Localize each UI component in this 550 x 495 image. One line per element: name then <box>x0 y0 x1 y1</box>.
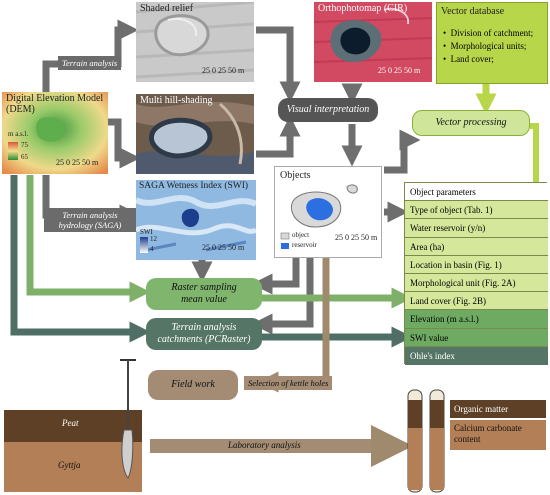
peat-label: Peat <box>62 418 79 428</box>
lab-carbonate-box: Calcium carbonate content <box>450 420 546 450</box>
arrow-dem-to-catchments <box>10 175 151 343</box>
orthophoto-title: Orthophotomap (CIR) <box>318 3 408 14</box>
objects-title: Objects <box>280 170 311 181</box>
selection-tag: Selection of kettle holes <box>244 376 333 390</box>
multi-hill-image <box>136 94 254 174</box>
arrow-relief-to-visual <box>256 26 301 103</box>
field-work-pill: Field work <box>148 370 238 400</box>
terrain-analysis-tag: Terrain analysis <box>58 56 122 70</box>
gyttja-label: Gyttja <box>58 460 81 470</box>
object-parameters-table: Object parameters Type of object (Tab. 1… <box>404 182 548 365</box>
swi-scale: 25 0 25 50 m <box>202 243 245 252</box>
swi-legend-bar <box>140 237 148 253</box>
vector-database-item: • Division of catchment; <box>443 28 534 38</box>
swi-panel: SAGA Wetness Index (SWI) SWI 12 4 25 0 2… <box>136 180 256 260</box>
dem-max: 75 <box>21 141 28 149</box>
objects-legend-object: object <box>292 231 310 239</box>
swi-title: SAGA Wetness Index (SWI) <box>139 181 249 191</box>
dem-unit: m a.s.l. <box>8 130 29 138</box>
shaded-relief-image <box>136 2 254 82</box>
raster-sampling-line: mean value <box>181 294 227 305</box>
dem-scale: 25 0 25 50 m <box>56 158 99 167</box>
params-row-swi: SWI value <box>405 328 548 347</box>
params-row-water: Water reservoir (y/n) <box>405 219 548 238</box>
visual-interpretation-pill: Visual interpretation <box>278 98 378 122</box>
params-row-type: Type of object (Tab. 1) <box>405 201 548 220</box>
params-header: Object parameters <box>405 183 548 202</box>
params-row-location: Location in basin (Fig. 1) <box>405 255 548 274</box>
terrain-hydrology-line: Terrain analysis <box>62 210 118 220</box>
params-row-landcover: Land cover (Fig. 2B) <box>405 292 548 311</box>
arrow-objects-to-vector <box>384 129 421 174</box>
objects-image <box>280 184 358 249</box>
arrow-dem-to-raster <box>26 175 151 303</box>
objects-legend-reservoir: reservoir <box>292 241 317 249</box>
raster-sampling-line: Raster sampling <box>171 282 237 293</box>
arrow-objects-to-raster <box>251 254 300 295</box>
laboratory-label: Laboratory analysis <box>228 440 301 450</box>
terrain-hydrology-tag: Terrain analysis hydrology (SAGA) <box>44 208 136 232</box>
vector-database-list: • Division of catchment; • Morphological… <box>443 27 533 66</box>
objects-scale: 25 0 25 50 m <box>335 233 378 242</box>
multi-hill-panel: Multi hill-shading <box>136 94 254 174</box>
shaded-relief-scale: 25 0 25 50 m <box>202 66 245 75</box>
legend-object-swatch <box>280 232 290 240</box>
swi-min: 4 <box>150 245 154 253</box>
vector-database-box: Vector database • Division of catchment;… <box>436 2 548 84</box>
vector-database-item: • Land cover; <box>443 54 494 64</box>
lab-organic-box: Organic matter <box>450 400 546 418</box>
terrain-catchments-pill: Terrain analysis catchments (PCRaster) <box>146 318 262 350</box>
params-row-morph: Morphological unit (Fig. 2A) <box>405 274 548 293</box>
shaded-relief-panel: Shaded relief 25 0 25 50 m <box>136 2 254 82</box>
shaded-relief-title: Shaded relief <box>140 3 194 14</box>
terrain-catchments-line: catchments (PCRaster) <box>157 334 251 345</box>
arrow-objects-to-catchments <box>251 254 314 335</box>
terrain-hydrology-line: hydrology (SAGA) <box>58 220 122 230</box>
dem-min: 65 <box>21 153 28 161</box>
legend-reservoir-swatch <box>281 243 289 249</box>
vector-database-item: • Morphological units; <box>443 41 527 51</box>
params-row-elevation: Elevation (m a.s.l.) <box>405 310 548 329</box>
params-row-ohle: Ohle's index <box>405 346 548 365</box>
reservoir-shape <box>306 198 333 221</box>
vector-database-title: Vector database <box>441 6 505 17</box>
orthophoto-panel: Orthophotomap (CIR) 25 0 25 50 m <box>314 2 432 82</box>
orthophoto-scale: 25 0 25 50 m <box>378 66 421 75</box>
arrow-multihill-to-visual <box>256 115 301 158</box>
orthophoto-image <box>314 2 432 82</box>
multi-hill-title: Multi hill-shading <box>140 95 213 106</box>
params-row-area: Area (ha) <box>405 237 548 256</box>
swi-image <box>136 180 256 260</box>
dem-title: Digital Elevation Model (DEM) <box>6 93 104 115</box>
dem-image <box>2 92 108 174</box>
swi-max: 12 <box>150 235 157 243</box>
dem-panel: Digital Elevation Model (DEM) m a.s.l. 7… <box>2 92 108 174</box>
vector-processing-pill: Vector processing <box>412 110 530 136</box>
terrain-catchments-line: Terrain analysis <box>171 322 237 333</box>
raster-sampling-pill: Raster sampling mean value <box>146 278 262 310</box>
dem-legend-bar <box>8 142 18 160</box>
objects-panel: Objects object reservoir 25 0 25 50 m <box>274 166 382 258</box>
swi-legend-title: SWI <box>140 228 153 236</box>
